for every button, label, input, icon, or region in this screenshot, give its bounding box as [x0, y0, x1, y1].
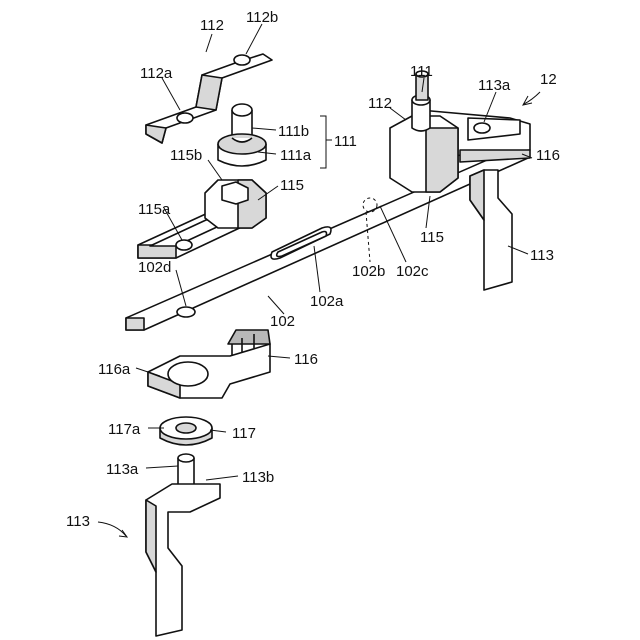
leader-lines [98, 24, 540, 537]
terminal-113-bottom [146, 454, 220, 636]
label-115a: 115a [138, 201, 171, 218]
label-112-top: 112 [200, 17, 224, 34]
label-116-bottom: 116 [294, 351, 318, 368]
label-113b: 113b [242, 469, 274, 486]
nut-holder-115-left [138, 180, 266, 258]
label-116a: 116a [98, 361, 131, 378]
label-117a: 117a [108, 421, 141, 438]
label-115-right: 115 [420, 229, 444, 246]
washer-117 [160, 417, 212, 445]
label-102: 102 [270, 313, 295, 330]
label-102c: 102c [396, 263, 429, 280]
label-111b: 111b [278, 123, 309, 140]
label-102b: 102b [352, 263, 385, 280]
label-111a: 111a [280, 147, 312, 164]
label-112a: 112a [140, 65, 173, 82]
label-113-right: 113 [530, 247, 554, 264]
label-113a-top: 113a [478, 77, 511, 94]
label-113-bottom: 113 [66, 513, 90, 530]
label-111-top: 111 [410, 63, 433, 80]
label-115-left: 115 [280, 177, 304, 194]
label-115b: 115b [170, 147, 202, 164]
label-12: 12 [540, 71, 557, 88]
terminal-holder-116 [148, 330, 270, 398]
label-117: 117 [232, 425, 256, 442]
label-116-top: 116 [536, 147, 560, 164]
label-102a: 102a [310, 293, 344, 310]
label-112-right: 112 [368, 95, 392, 112]
label-102d: 102d [138, 259, 171, 276]
label-111: 111 [334, 133, 357, 150]
bolt-111 [218, 104, 266, 166]
label-113a-bottom: 113a [106, 461, 139, 478]
label-112b: 112b [246, 9, 278, 26]
